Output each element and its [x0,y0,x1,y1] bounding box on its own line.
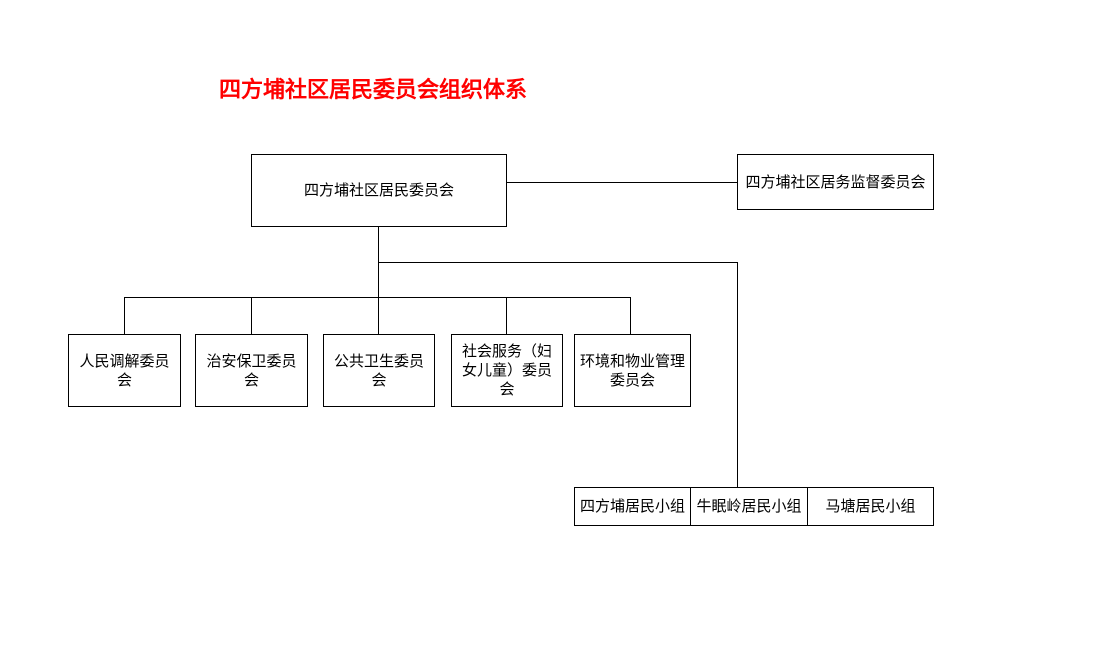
supervisory-committee-box: 四方埔社区居务监督委员会 [737,154,934,210]
committee-box: 公共卫生委员会 [323,334,435,407]
main-committee-box: 四方埔社区居民委员会 [251,154,507,227]
resident-group-box: 马塘居民小组 [807,487,934,526]
committee-box: 社会服务（妇女儿童）委员会 [451,334,563,407]
committee-box: 治安保卫委员会 [195,334,308,407]
committee-box: 人民调解委员会 [68,334,181,407]
diagram-title: 四方埔社区居民委员会组织体系 [219,78,528,103]
committee-box: 环境和物业管理委员会 [574,334,691,407]
resident-group-box: 牛眠岭居民小组 [690,487,808,526]
resident-group-box: 四方埔居民小组 [574,487,691,526]
